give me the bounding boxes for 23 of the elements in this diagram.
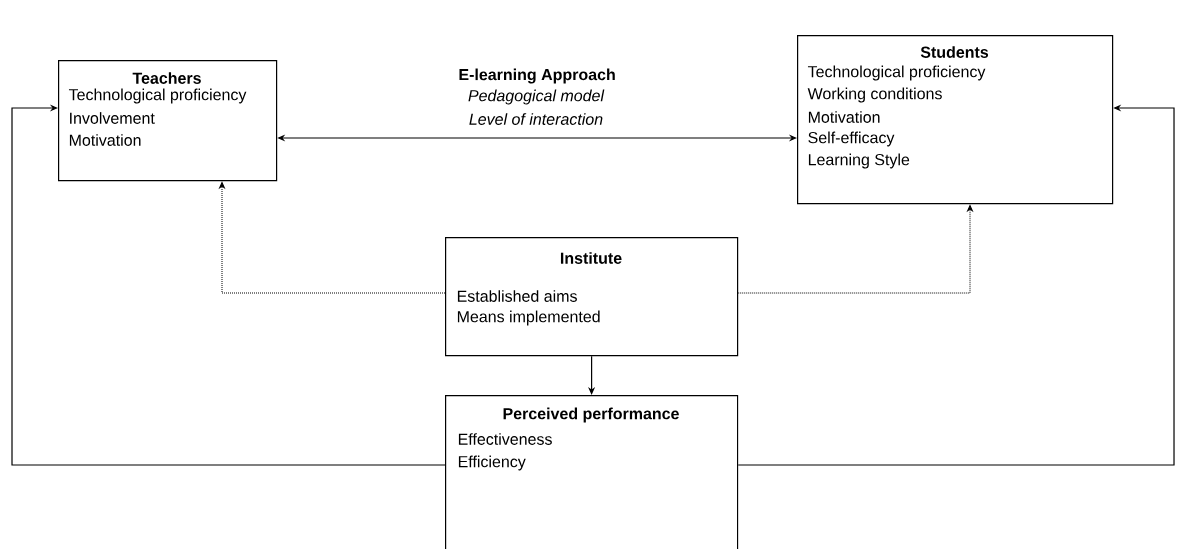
list-item: Effectiveness — [458, 433, 552, 445]
list-item: Efficiency — [458, 455, 526, 471]
list-item: Established aims — [457, 290, 577, 302]
list-item: Means implemented — [457, 310, 600, 326]
list-item: Motivation — [69, 134, 141, 146]
edge-note: Level of interaction — [469, 113, 603, 125]
arrow — [737, 204, 973, 294]
list-item: Motivation — [808, 111, 880, 123]
arrow — [588, 355, 596, 395]
edge-note: Pedagogical model — [468, 89, 605, 105]
box-heading: Students — [920, 46, 989, 58]
box-heading: Institute — [560, 252, 622, 264]
edge-label: E-learning Approach — [459, 68, 615, 84]
list-item: Technological proficiency — [68, 88, 247, 104]
arrow — [11, 104, 446, 466]
list-item: Technological proficiency — [807, 65, 986, 81]
list-item: Working conditions — [807, 87, 942, 103]
list-item: Learning Style — [808, 153, 910, 169]
box-heading: Teachers — [132, 72, 201, 84]
box-heading: Perceived performance — [503, 407, 679, 423]
arrow — [219, 181, 446, 294]
list-item: Self-efficacy — [808, 131, 895, 147]
list-item: Involvement — [70, 112, 155, 124]
